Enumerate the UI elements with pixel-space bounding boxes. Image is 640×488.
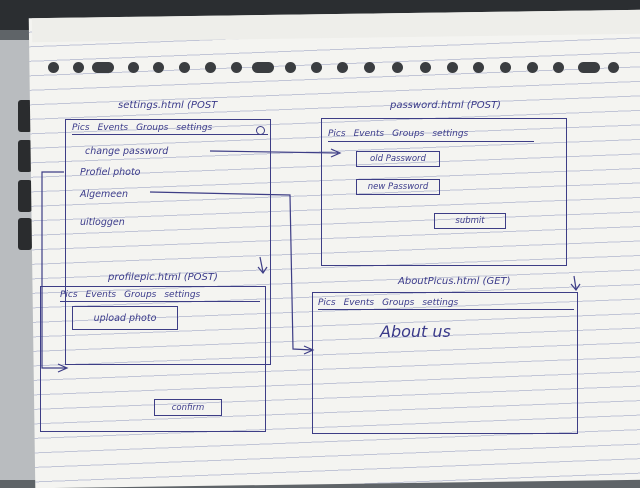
password-navbar: Pics Events Groups settings xyxy=(328,127,534,142)
profile-photo-link[interactable]: Profiel photo xyxy=(80,167,141,178)
nav-events[interactable]: Events xyxy=(353,129,385,139)
spiral-hole xyxy=(578,62,600,73)
spiral-hole xyxy=(473,62,484,73)
nav-pics[interactable]: Pics xyxy=(318,297,336,308)
keyboard-key xyxy=(18,140,32,172)
spiral-hole xyxy=(337,62,348,73)
arrowhead xyxy=(257,266,268,275)
nav-pics[interactable]: Pics xyxy=(60,290,78,300)
spiral-hole xyxy=(153,62,164,73)
nav-groups[interactable]: Groups xyxy=(124,290,157,300)
about-page-caption: AboutPicus.html (GET) xyxy=(398,276,511,287)
settings-navbar: Pics Events Groups settings xyxy=(72,121,268,135)
nav-groups[interactable]: Groups xyxy=(136,122,169,133)
nav-settings[interactable]: settings xyxy=(164,290,201,300)
arrowhead xyxy=(330,148,342,158)
spiral-hole xyxy=(420,62,431,73)
profilepic-navbar: Pics Events Groups settings xyxy=(60,289,260,302)
confirm-button[interactable]: confirm xyxy=(154,399,222,416)
spiral-hole xyxy=(527,62,538,73)
nav-groups[interactable]: Groups xyxy=(392,129,425,139)
arrowhead xyxy=(303,345,315,355)
keyboard-key xyxy=(18,180,32,212)
spiral-hole xyxy=(73,62,84,73)
spiral-hole xyxy=(311,62,322,73)
profilepic-page-caption: profilepic.html (POST) xyxy=(108,272,218,283)
spiral-hole xyxy=(252,62,274,73)
arrow-to-password xyxy=(209,150,339,154)
down-arrow-mark xyxy=(573,275,577,290)
nav-pics[interactable]: Pics xyxy=(72,122,90,133)
nav-events[interactable]: Events xyxy=(343,297,375,308)
gear-icon[interactable] xyxy=(256,126,265,135)
nav-pics[interactable]: Pics xyxy=(328,129,346,139)
old-password-field[interactable]: old Password xyxy=(356,151,440,167)
nav-settings[interactable]: settings xyxy=(422,297,459,308)
arrow-to-about xyxy=(149,191,313,351)
down-arrow-mark xyxy=(259,256,264,273)
nav-events[interactable]: Events xyxy=(85,290,117,300)
spiral-hole xyxy=(364,62,375,73)
profilepic-page-frame xyxy=(40,286,266,432)
spiral-hole xyxy=(447,62,458,73)
spiral-hole xyxy=(179,62,190,73)
settings-page-caption: settings.html (POST xyxy=(118,100,218,111)
spiral-hole xyxy=(608,62,619,73)
general-link[interactable]: Algemeen xyxy=(80,189,128,200)
upload-photo-button[interactable]: upload photo xyxy=(72,306,178,330)
about-navbar: Pics Events Groups settings xyxy=(318,296,574,310)
spiral-hole xyxy=(231,62,242,73)
spiral-hole xyxy=(92,62,114,73)
submit-button[interactable]: submit xyxy=(434,213,506,229)
nav-settings[interactable]: settings xyxy=(432,129,469,139)
password-page-caption: password.html (POST) xyxy=(390,100,501,111)
spiral-hole xyxy=(553,62,564,73)
about-page-frame xyxy=(312,292,578,434)
change-password-link[interactable]: change password xyxy=(85,146,169,157)
spiral-hole xyxy=(285,62,296,73)
nav-settings[interactable]: settings xyxy=(176,122,213,133)
nav-events[interactable]: Events xyxy=(97,122,129,133)
keyboard-key xyxy=(18,100,32,132)
keyboard-key xyxy=(18,218,32,250)
password-page-frame xyxy=(321,118,567,266)
spiral-hole xyxy=(392,62,403,73)
arrowhead xyxy=(57,363,69,373)
settings-page-frame xyxy=(65,119,271,365)
new-password-field[interactable]: new Password xyxy=(356,179,440,195)
spiral-hole xyxy=(205,62,216,73)
spiral-hole xyxy=(500,62,511,73)
arrow-to-profilepic xyxy=(41,171,66,369)
about-heading: About us xyxy=(380,322,451,341)
arrowhead xyxy=(570,283,581,292)
nav-groups[interactable]: Groups xyxy=(382,297,415,308)
logout-link[interactable]: uitloggen xyxy=(80,217,125,228)
spiral-hole xyxy=(48,62,59,73)
spiral-hole xyxy=(128,62,139,73)
